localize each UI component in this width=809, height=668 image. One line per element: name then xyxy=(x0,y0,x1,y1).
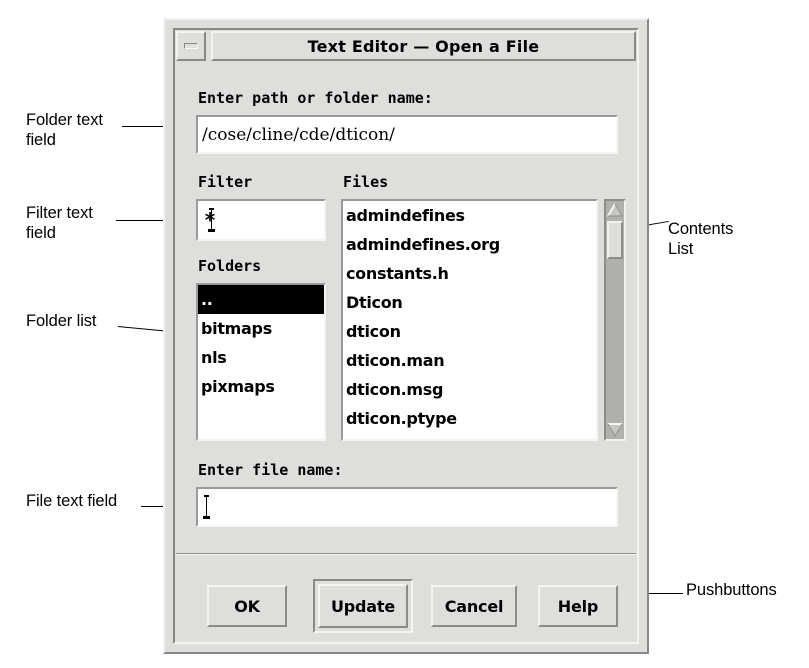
filename-text-field[interactable] xyxy=(196,487,618,527)
list-item[interactable]: Dticon xyxy=(346,293,403,312)
filter-text-cursor xyxy=(207,207,216,233)
files-list-scrollbar[interactable] xyxy=(604,199,626,441)
help-button[interactable]: Help xyxy=(538,585,618,627)
list-item[interactable]: nls xyxy=(201,348,227,367)
list-item[interactable]: bitmaps xyxy=(201,319,272,338)
dialog-separator xyxy=(176,553,636,555)
filename-label: Enter file name: xyxy=(198,461,343,479)
application-window: Text Editor — Open a File Enter path or … xyxy=(163,18,649,654)
update-button[interactable]: Update xyxy=(318,584,408,628)
scroll-up-arrow-icon[interactable] xyxy=(607,202,623,218)
list-item[interactable]: admindefines.org xyxy=(346,235,500,254)
cancel-button[interactable]: Cancel xyxy=(431,585,517,627)
filter-text-field[interactable]: * xyxy=(196,199,326,241)
annotation-folder-text-field: Folder text field xyxy=(26,111,103,150)
folders-label: Folders xyxy=(198,257,262,275)
path-label: Enter path or folder name: xyxy=(198,89,433,107)
window-title-area: Text Editor — Open a File xyxy=(211,31,636,61)
annotation-filter-text-field: Filter text field xyxy=(26,204,93,243)
filter-text-field-value: * xyxy=(204,208,216,232)
list-item[interactable]: dticon.man xyxy=(346,351,445,370)
list-item[interactable]: dticon.ptype xyxy=(346,409,457,428)
list-item[interactable]: dticon.msg xyxy=(346,380,444,399)
annotation-contents-list: Contents List xyxy=(668,220,734,259)
list-item[interactable]: pixmaps xyxy=(201,377,275,396)
leader-line-folder-text-field xyxy=(122,126,194,127)
path-text-field[interactable]: /cose/cline/cde/dticon/ xyxy=(196,115,618,154)
files-label: Files xyxy=(343,173,389,191)
list-item[interactable]: .. xyxy=(198,285,324,314)
update-button-default-ring xyxy=(313,579,413,633)
leader-line-filter-text-field xyxy=(116,220,204,221)
minimize-icon xyxy=(184,43,198,49)
list-item[interactable]: admindefines xyxy=(346,206,465,225)
list-item[interactable]: constants.h xyxy=(346,264,449,283)
minimize-button[interactable] xyxy=(176,31,206,61)
scrollbar-thumb[interactable] xyxy=(607,221,623,259)
window-title: Text Editor — Open a File xyxy=(307,36,540,56)
annotation-file-text-field: File text field xyxy=(26,492,118,510)
window-titlebar[interactable]: Text Editor — Open a File xyxy=(176,31,636,61)
annotation-pushbuttons: Pushbuttons xyxy=(686,581,777,599)
files-list[interactable]: admindefines admindefines.org constants.… xyxy=(341,199,598,441)
path-text-field-value: /cose/cline/cde/dticon/ xyxy=(202,124,395,145)
ok-button[interactable]: OK xyxy=(207,585,287,627)
filter-label: Filter xyxy=(198,173,253,191)
list-item[interactable]: dticon xyxy=(346,322,401,341)
annotation-folder-list: Folder list xyxy=(26,312,97,330)
scroll-down-arrow-icon[interactable] xyxy=(607,422,623,438)
filename-text-cursor xyxy=(202,494,211,520)
folders-list[interactable]: .. bitmaps nls pixmaps xyxy=(196,283,326,441)
dialog-client-area: Enter path or folder name: /cose/cline/c… xyxy=(176,67,636,641)
